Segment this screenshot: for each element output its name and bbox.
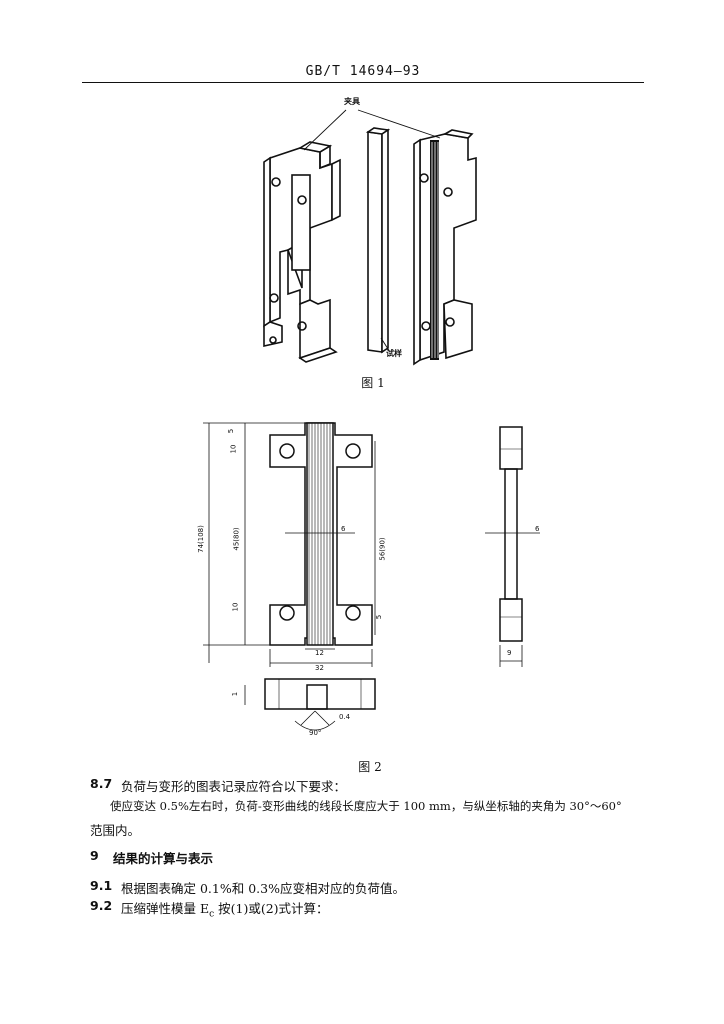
dim-45: 45(80) [232, 527, 241, 551]
figure-2-caption: 图 2 [358, 760, 382, 774]
standard-code: GB/T 14694—93 [305, 64, 421, 79]
dim-5-bottom: 5 [375, 614, 384, 620]
section-8-7-body-line-1: 使应变达 0.5%左右时，负荷-变形曲线的线段长度应大于 100 mm，与纵坐标… [110, 799, 622, 813]
side-dim-6: 6 [535, 525, 540, 533]
side-dim-9: 9 [507, 649, 512, 657]
dim-10-top: 10 [229, 444, 238, 454]
dim-10-bottom: 10 [231, 602, 240, 612]
section-9-2-text: 压缩弹性模量 Ec 按(1)或(2)式计算： [121, 898, 329, 920]
section-8-7-number: 8.7 [90, 776, 113, 791]
section-9-2-subscript: c [209, 909, 215, 920]
figure-1-drawing [263, 109, 477, 366]
section-9-number: 9 [90, 848, 99, 863]
dim-12: 12 [315, 649, 324, 657]
dim-5-top: 5 [227, 428, 236, 434]
figure-2-drawing [203, 422, 540, 731]
page-header: GB/T 14694—93 [82, 62, 644, 83]
section-9-2-tail: 按(1)或(2)式计算： [214, 901, 329, 916]
section-9-2-lead: 压缩弹性模量 E [121, 901, 210, 916]
section-9-1-number: 9.1 [90, 878, 113, 893]
figure-2: 5 10 74(108) 45(80) 6 56(90) 10 5 12 32 … [195, 405, 555, 750]
dim-56: 56(90) [378, 537, 387, 561]
section-8-7-title: 负荷与变形的图表记录应符合以下要求： [121, 779, 347, 794]
section-9-title: 结果的计算与表示 [113, 851, 214, 866]
dim-0-4: 0.4 [339, 713, 351, 721]
specimen-label: 试样 [386, 349, 402, 358]
dim-90-deg: 90° [309, 729, 322, 737]
figure-1: 夹具 试样 [240, 90, 500, 380]
dim-32: 32 [315, 664, 324, 672]
figure-1-caption: 图 1 [361, 376, 385, 390]
section-9-1-text: 根据图表确定 0.1%和 0.3%应变相对应的负荷值。 [121, 881, 405, 896]
dim-6-center: 6 [341, 525, 346, 533]
clamp-label: 夹具 [344, 97, 360, 106]
section-9-2-number: 9.2 [90, 898, 113, 913]
dim-1: 1 [231, 691, 240, 697]
section-8-7-body-line-2: 范围内。 [90, 823, 141, 838]
dim-74: 74(108) [196, 525, 205, 553]
